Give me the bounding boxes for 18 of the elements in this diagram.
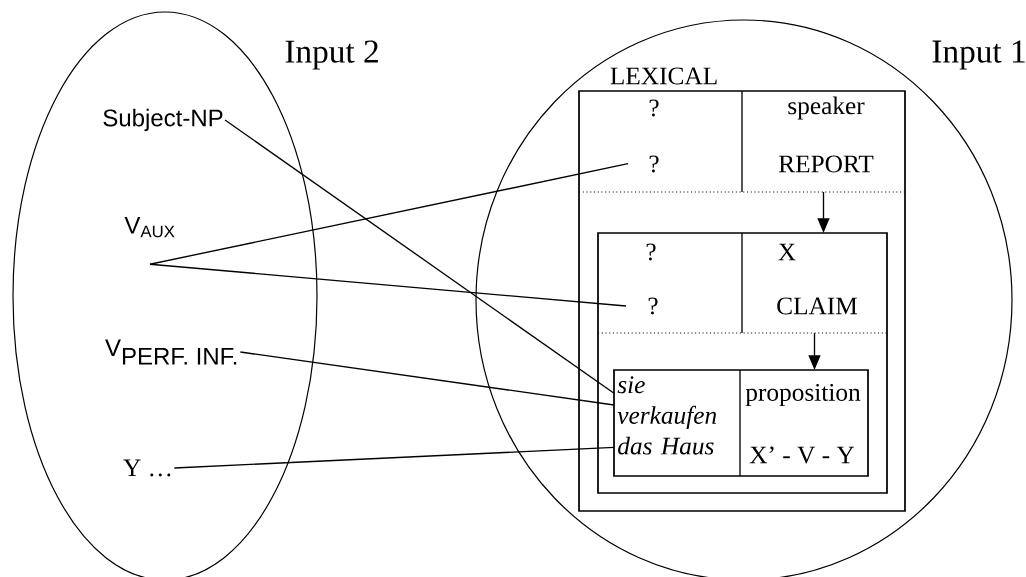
connector-line [149,263,627,307]
connector-line [149,163,629,265]
node-label: Subject-NP [103,108,223,132]
frame-box [613,369,869,477]
table-cell: X CLAIM [777,243,858,315]
connector-line [239,351,615,406]
node-label: $\textsf{V}_{\textsf{PERF. INF.}}$ [105,339,237,365]
frame-box [597,232,888,494]
node-label: LEXICAL [610,67,717,85]
table-cell: proposition X’ - V - Y [745,383,861,464]
table-cell: speaker REPORT [778,96,874,173]
node-label: V$_{AUX}$ [124,217,175,238]
table-cell: ? ? [646,243,658,315]
connector-line [173,446,615,469]
connector-line [224,119,615,394]
table-cell: ? ? [649,99,659,173]
node-label: Y … [123,459,171,477]
table-cell: sie verkaufen das Haus [617,376,717,455]
